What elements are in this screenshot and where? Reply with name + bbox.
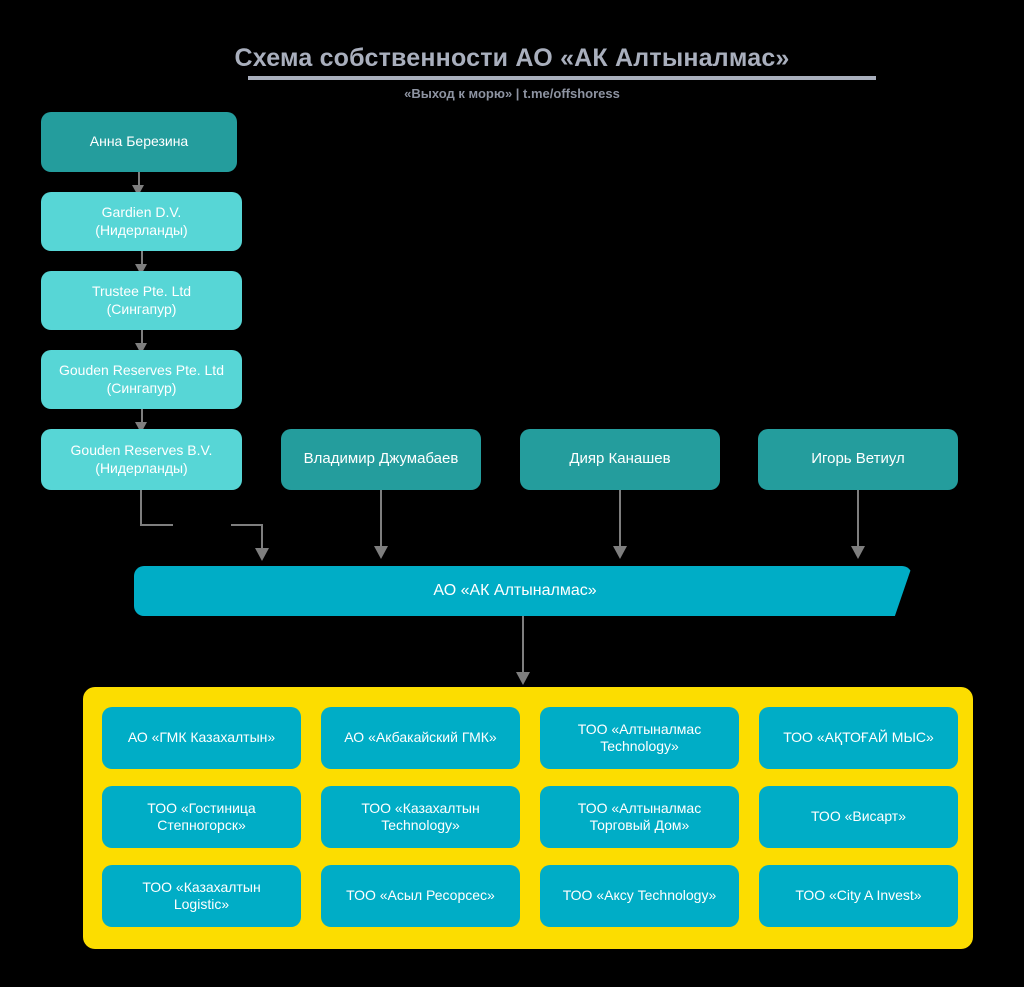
title-underline — [248, 76, 876, 80]
connector-arrow — [374, 546, 388, 559]
central-company-box[interactable]: АО «АК Алтыналмас» — [134, 566, 912, 616]
connector-line — [140, 524, 173, 526]
connector-arrow — [851, 546, 865, 559]
subsidiary-visart[interactable]: ТОО «Висарт» — [759, 786, 958, 848]
connector-line — [231, 524, 263, 526]
chain-node-gardien-dv[interactable]: Gardien D.V.(Нидерланды) — [41, 192, 242, 251]
connector-arrow — [255, 548, 269, 561]
chain-node-anna-berezina[interactable]: Анна Березина — [41, 112, 237, 172]
connector-arrow — [516, 672, 530, 685]
page-subtitle: «Выход к морю» | t.me/offshoress — [404, 86, 620, 101]
subsidiary-aksu-technology[interactable]: ТОО «Аксу Technology» — [540, 865, 739, 927]
connector-line — [380, 490, 382, 548]
central-company-label: АО «АК Алтыналмас» — [433, 582, 597, 599]
connector-line — [141, 330, 143, 347]
connector-line — [141, 251, 143, 268]
subsidiary-gmk-kazakhaltyn[interactable]: АО «ГМК Казахалтын» — [102, 707, 301, 769]
shareholder-diyar-kanashev[interactable]: Дияр Канашев — [520, 429, 720, 490]
page-title: Схема собственности АО «АК Алтыналмас» — [234, 44, 790, 72]
connector-line — [141, 409, 143, 426]
connector-line — [857, 490, 859, 548]
connector-line — [138, 172, 140, 190]
connector-arrow — [135, 343, 147, 354]
chain-node-gouden-reserves-bv[interactable]: Gouden Reserves B.V.(Нидерланды) — [41, 429, 242, 490]
connector-line — [522, 616, 524, 678]
subsidiary-asyl-resorses[interactable]: ТОО «Асыл Ресорсес» — [321, 865, 520, 927]
subsidiary-city-a-invest[interactable]: ТОО «City A Invest» — [759, 865, 958, 927]
chain-node-gouden-reserves-pte-ltd[interactable]: Gouden Reserves Pte. Ltd(Сингапур) — [41, 350, 242, 409]
subsidiaries-grid: АО «ГМК Казахалтын» АО «Акбакайский ГМК»… — [102, 707, 958, 927]
connector-line — [619, 490, 621, 548]
connector-arrow — [135, 422, 147, 433]
connector-line — [261, 524, 263, 551]
connector-arrow — [132, 185, 144, 196]
connector-arrow — [135, 264, 147, 275]
subsidiary-aqtogay-mys[interactable]: ТОО «АҚТОҒАЙ МЫС» — [759, 707, 958, 769]
chain-node-trustee-pte-ltd[interactable]: Trustee Pte. Ltd(Сингапур) — [41, 271, 242, 330]
connector-arrow — [613, 546, 627, 559]
subsidiary-akbakaysky-gmk[interactable]: АО «Акбакайский ГМК» — [321, 707, 520, 769]
shareholder-vladimir-dzhumabaev[interactable]: Владимир Джумабаев — [281, 429, 481, 490]
shareholder-igor-vetiul[interactable]: Игорь Ветиул — [758, 429, 958, 490]
connector-line — [140, 490, 142, 526]
